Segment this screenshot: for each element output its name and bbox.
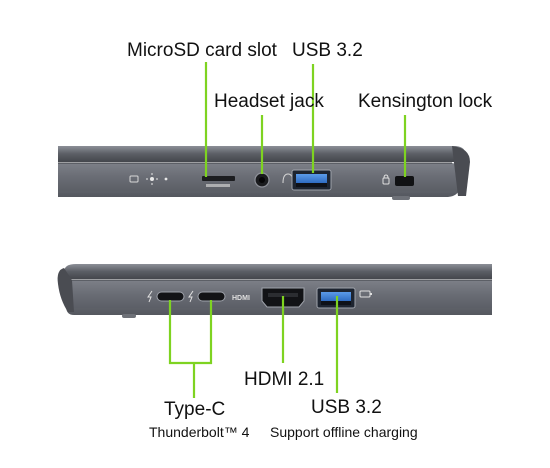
label-thunderbolt: Thunderbolt™ 4 [149, 424, 250, 440]
label-offline-charging: Support offline charging [270, 424, 418, 440]
bottom-lid [64, 264, 492, 279]
bottom-laptop-view: HDMI [57, 264, 492, 398]
label-headset-jack: Headset jack [214, 91, 324, 112]
top-hinge [452, 146, 470, 196]
top-laptop-view [58, 62, 470, 200]
usb-a-port-top [291, 169, 332, 191]
bottom-callout-lines [168, 296, 339, 398]
label-kensington-lock: Kensington lock [358, 91, 493, 112]
label-type-c: Type-C [164, 399, 226, 420]
bottom-hinge [57, 268, 74, 312]
microsd-slot [202, 176, 235, 187]
bottom-foot [122, 314, 136, 318]
headset-jack [254, 172, 270, 188]
kensington-lock-slot [382, 174, 414, 186]
battery-charging-icon [359, 290, 372, 298]
label-hdmi: HDMI 2.1 [244, 369, 325, 390]
status-led-icons [129, 173, 168, 185]
hdmi-logo: HDMI [232, 295, 250, 302]
label-usb-top: USB 3.2 [292, 40, 363, 61]
label-microsd-card-slot: MicroSD card slot [127, 40, 277, 61]
usb-c-port-2 [188, 290, 226, 303]
label-usb-bottom: USB 3.2 [311, 397, 382, 418]
top-callout-lines [204, 62, 407, 177]
top-foot [392, 196, 410, 200]
